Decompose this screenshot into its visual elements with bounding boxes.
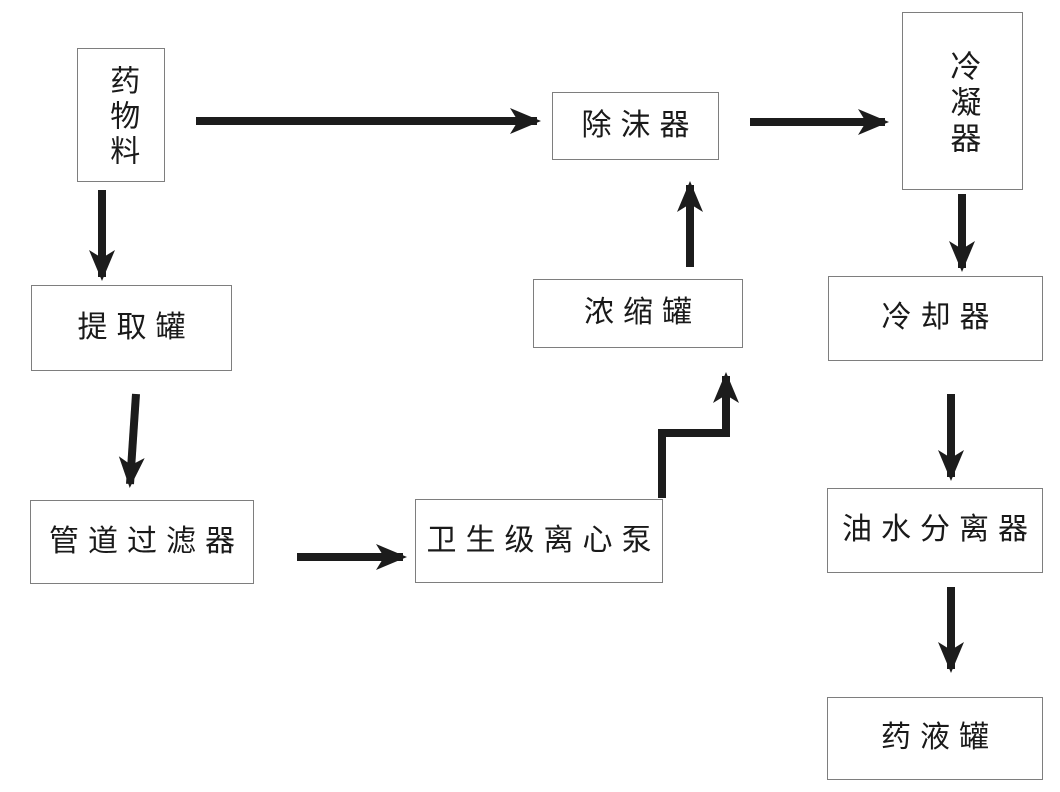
node-condenser: 冷凝器 xyxy=(902,12,1023,190)
node-condenser-label: 冷凝器 xyxy=(945,49,981,158)
arrow-pump-to-concentration-tank xyxy=(658,372,739,498)
arrow-extraction-tank-to-pipeline-filter xyxy=(118,393,145,488)
node-extraction-tank-label: 提取罐 xyxy=(77,310,195,344)
node-liquid-medicine-tank-label: 药液罐 xyxy=(881,721,998,755)
node-sanitary-centrifugal-pump-label: 卫生级离心泵 xyxy=(426,523,661,557)
node-concentration-tank: 浓缩罐 xyxy=(533,279,743,348)
node-demister: 除沫器 xyxy=(552,92,719,160)
node-pipeline-filter-label: 管道过滤器 xyxy=(49,524,244,558)
node-extraction-tank: 提取罐 xyxy=(31,285,232,371)
node-sanitary-centrifugal-pump: 卫生级离心泵 xyxy=(415,499,663,583)
node-drug-material: 药物料 xyxy=(77,48,165,182)
node-demister-label: 除沫器 xyxy=(581,108,699,142)
node-concentration-tank-label: 浓缩罐 xyxy=(584,296,701,330)
node-pipeline-filter: 管道过滤器 xyxy=(30,500,254,584)
node-liquid-medicine-tank: 药液罐 xyxy=(827,697,1043,780)
node-oil-water-separator: 油水分离器 xyxy=(827,488,1043,573)
node-cooler: 冷却器 xyxy=(828,276,1043,361)
node-oil-water-separator-label: 油水分离器 xyxy=(842,513,1037,547)
node-cooler-label: 冷却器 xyxy=(881,301,999,335)
node-drug-material-label: 药物料 xyxy=(105,65,139,170)
